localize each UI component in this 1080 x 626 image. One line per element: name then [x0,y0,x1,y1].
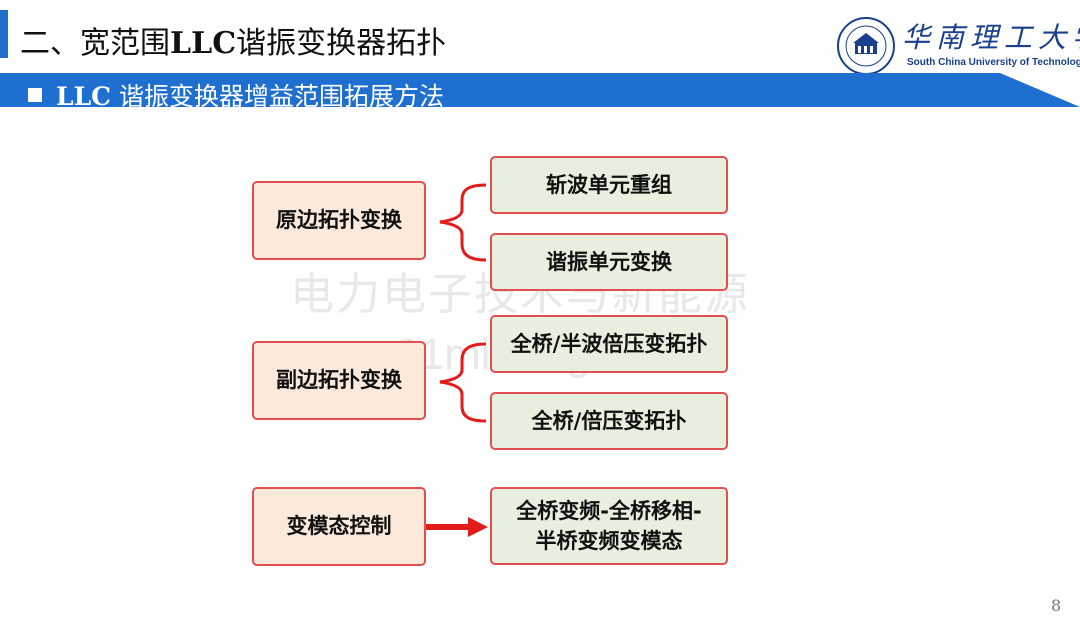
fullbridge-halfwave-box: 全桥/半波倍压变拓扑 [490,315,728,373]
secondary-topology-box: 副边拓扑变换 [252,341,426,420]
mode-change-line-2: 半桥变频变模态 [535,529,683,553]
subtitle-text: 谐振变换器增益范围拓展方法 [111,82,445,111]
subtitle-latin: LLC [56,82,112,111]
arrow-head-icon [468,517,488,537]
mode-change-line-1: 全桥变频-全桥移相- [516,498,702,523]
mode-control-box: 变模态控制 [252,487,426,566]
university-name-en: South China University of Technology [907,57,1080,68]
page-number: 8 [1051,596,1062,615]
title-part-1: 二、宽范围 [20,26,170,61]
primary-topology-box: 原边拓扑变换 [252,181,426,260]
mode-change-box: 全桥变频-全桥移相- 半桥变频变模态 [490,487,728,565]
brace-2 [439,342,487,423]
subtitle-band [0,73,1080,107]
title-part-latin: LLC [170,26,237,61]
brace-1 [439,183,487,262]
fullbridge-doubler-box: 全桥/倍压变拓扑 [490,392,728,450]
bullet-square-icon [28,88,42,102]
page-title: 二、宽范围LLC谐振变换器拓扑 [20,18,446,62]
university-seal-icon [837,17,895,75]
resonant-unit-box: 谐振单元变换 [490,233,728,291]
title-part-2: 谐振变换器拓扑 [236,26,447,61]
title-accent-bar [0,10,8,58]
university-name-cn: 华南理工大学 [902,21,1080,54]
chopper-recombination-box: 斩波单元重组 [490,156,728,214]
subtitle: LLC 谐振变换器增益范围拓展方法 [28,77,444,113]
